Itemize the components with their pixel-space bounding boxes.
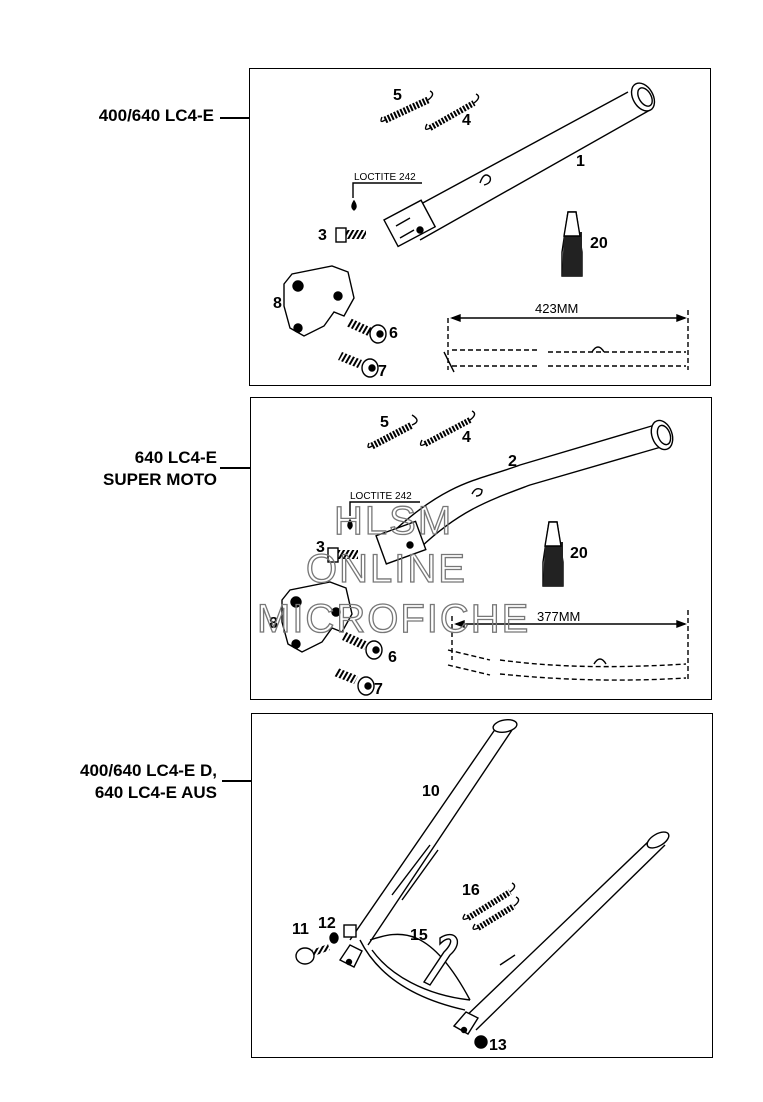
loctite-drop-icon	[351, 182, 422, 211]
part-label-3: 3	[318, 227, 327, 244]
bolt-icon	[295, 944, 330, 965]
dimension-profile	[443, 310, 689, 373]
dimension-label-2: 377MM	[537, 609, 580, 624]
bolt-icon	[335, 227, 366, 243]
loctite-label: LOCTITE 242	[350, 491, 412, 502]
dimension-profile	[447, 610, 689, 681]
loctite-drop-icon	[347, 501, 420, 530]
part-label-5: 5	[393, 87, 402, 104]
spring-icon	[367, 414, 418, 450]
bolt-icon	[338, 352, 379, 378]
watermark-line-2: ONLINE	[306, 547, 467, 591]
part-label-8: 8	[269, 615, 278, 632]
bottle-icon	[561, 211, 583, 277]
part-label-8: 8	[273, 295, 282, 312]
part-label-3: 3	[316, 539, 325, 556]
spring-icon	[424, 93, 480, 131]
panel-1-artwork	[283, 82, 689, 378]
part-label-13: 13	[489, 1037, 507, 1054]
model-label-3: 400/640 LC4-E D, 640 LC4-E AUS	[80, 760, 217, 804]
bolt-icon	[346, 318, 387, 344]
model-label-3-line2: 640 LC4-E AUS	[94, 783, 217, 802]
leader-line-3	[222, 780, 251, 782]
model-label-1-line1: 400/640 LC4-E	[98, 106, 214, 125]
watermark-line-3: MICROFICHE	[257, 597, 530, 641]
nut-icon	[474, 1035, 488, 1049]
part-label-16: 16	[462, 882, 480, 899]
spring-icon	[462, 882, 516, 921]
panel-3-artwork	[295, 719, 670, 1049]
panel-side-stand-e	[249, 68, 711, 386]
panel-side-stand-supermoto	[250, 397, 712, 700]
leader-line-1	[220, 117, 250, 119]
loctite-label: LOCTITE 242	[354, 172, 416, 183]
bolt-icon	[342, 632, 383, 660]
model-label-2-line2: SUPER MOTO	[103, 470, 217, 489]
part-label-15: 15	[410, 927, 428, 944]
part-label-7: 7	[378, 363, 387, 380]
bracket-icon	[283, 265, 355, 337]
model-label-2-line1: 640 LC4-E	[134, 448, 217, 467]
model-label-1: 400/640 LC4-E	[99, 105, 214, 127]
watermark: HLSM ONLINE MICROFICHE	[256, 498, 530, 641]
part-label-1: 1	[576, 153, 585, 170]
part-label-20: 20	[570, 545, 588, 562]
part-label-12: 12	[318, 915, 336, 932]
bolt-icon	[327, 547, 358, 563]
part-label-10: 10	[422, 783, 440, 800]
part-label-2: 2	[508, 453, 517, 470]
bolt-icon	[334, 668, 375, 696]
part-label-7: 7	[374, 681, 383, 698]
side-stand-tube	[383, 82, 656, 248]
panel-2-artwork	[281, 410, 689, 696]
part-label-4: 4	[462, 429, 471, 446]
center-stand-frame	[338, 719, 670, 1035]
part-label-11: 11	[292, 921, 309, 938]
model-label-2: 640 LC4-E SUPER MOTO	[103, 447, 217, 491]
washer-icon	[329, 932, 339, 944]
spring-clip-icon	[422, 933, 459, 986]
dimension-label-1: 423MM	[535, 301, 578, 316]
part-label-6: 6	[389, 325, 398, 342]
part-label-4: 4	[462, 112, 471, 129]
part-label-5: 5	[380, 414, 389, 431]
spring-icon	[419, 410, 476, 447]
part-label-20: 20	[590, 235, 608, 252]
mount-boss	[343, 924, 357, 938]
model-label-3-line1: 400/640 LC4-E D,	[79, 761, 217, 780]
spring-icon	[472, 896, 520, 931]
bracket-icon	[281, 581, 353, 653]
watermark-line-1: HLSM	[334, 499, 453, 543]
part-label-6: 6	[388, 649, 397, 666]
spring-icon	[380, 90, 434, 124]
bottle-icon	[542, 521, 564, 587]
leader-line-2	[220, 467, 250, 469]
side-stand-tube	[375, 419, 674, 565]
